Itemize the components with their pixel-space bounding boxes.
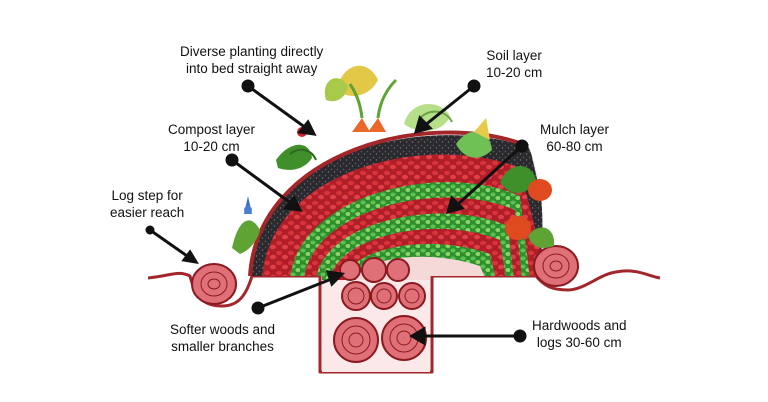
label-hardwoods: Hardwoods and logs 30-60 cm: [532, 318, 627, 350]
annotation-arrows: [145, 79, 529, 346]
mound-layers: [250, 132, 543, 372]
label-softwoods: Softer woods and smaller branches: [170, 322, 276, 354]
log-step-right: [533, 245, 579, 287]
wood-logs: [333, 257, 427, 363]
pumpkin: [528, 179, 552, 201]
plants: [232, 65, 555, 254]
label-compost: Compost layer 10-20 cm: [168, 122, 256, 154]
label-planting: Diverse planting directly into bed strai…: [180, 44, 324, 76]
label-soil: Soil layer 10-20 cm: [486, 48, 543, 80]
label-mulch: Mulch layer 60-80 cm: [540, 122, 610, 154]
label-log-step: Log step for easier reach: [110, 188, 185, 220]
log-step-left: [191, 263, 237, 305]
